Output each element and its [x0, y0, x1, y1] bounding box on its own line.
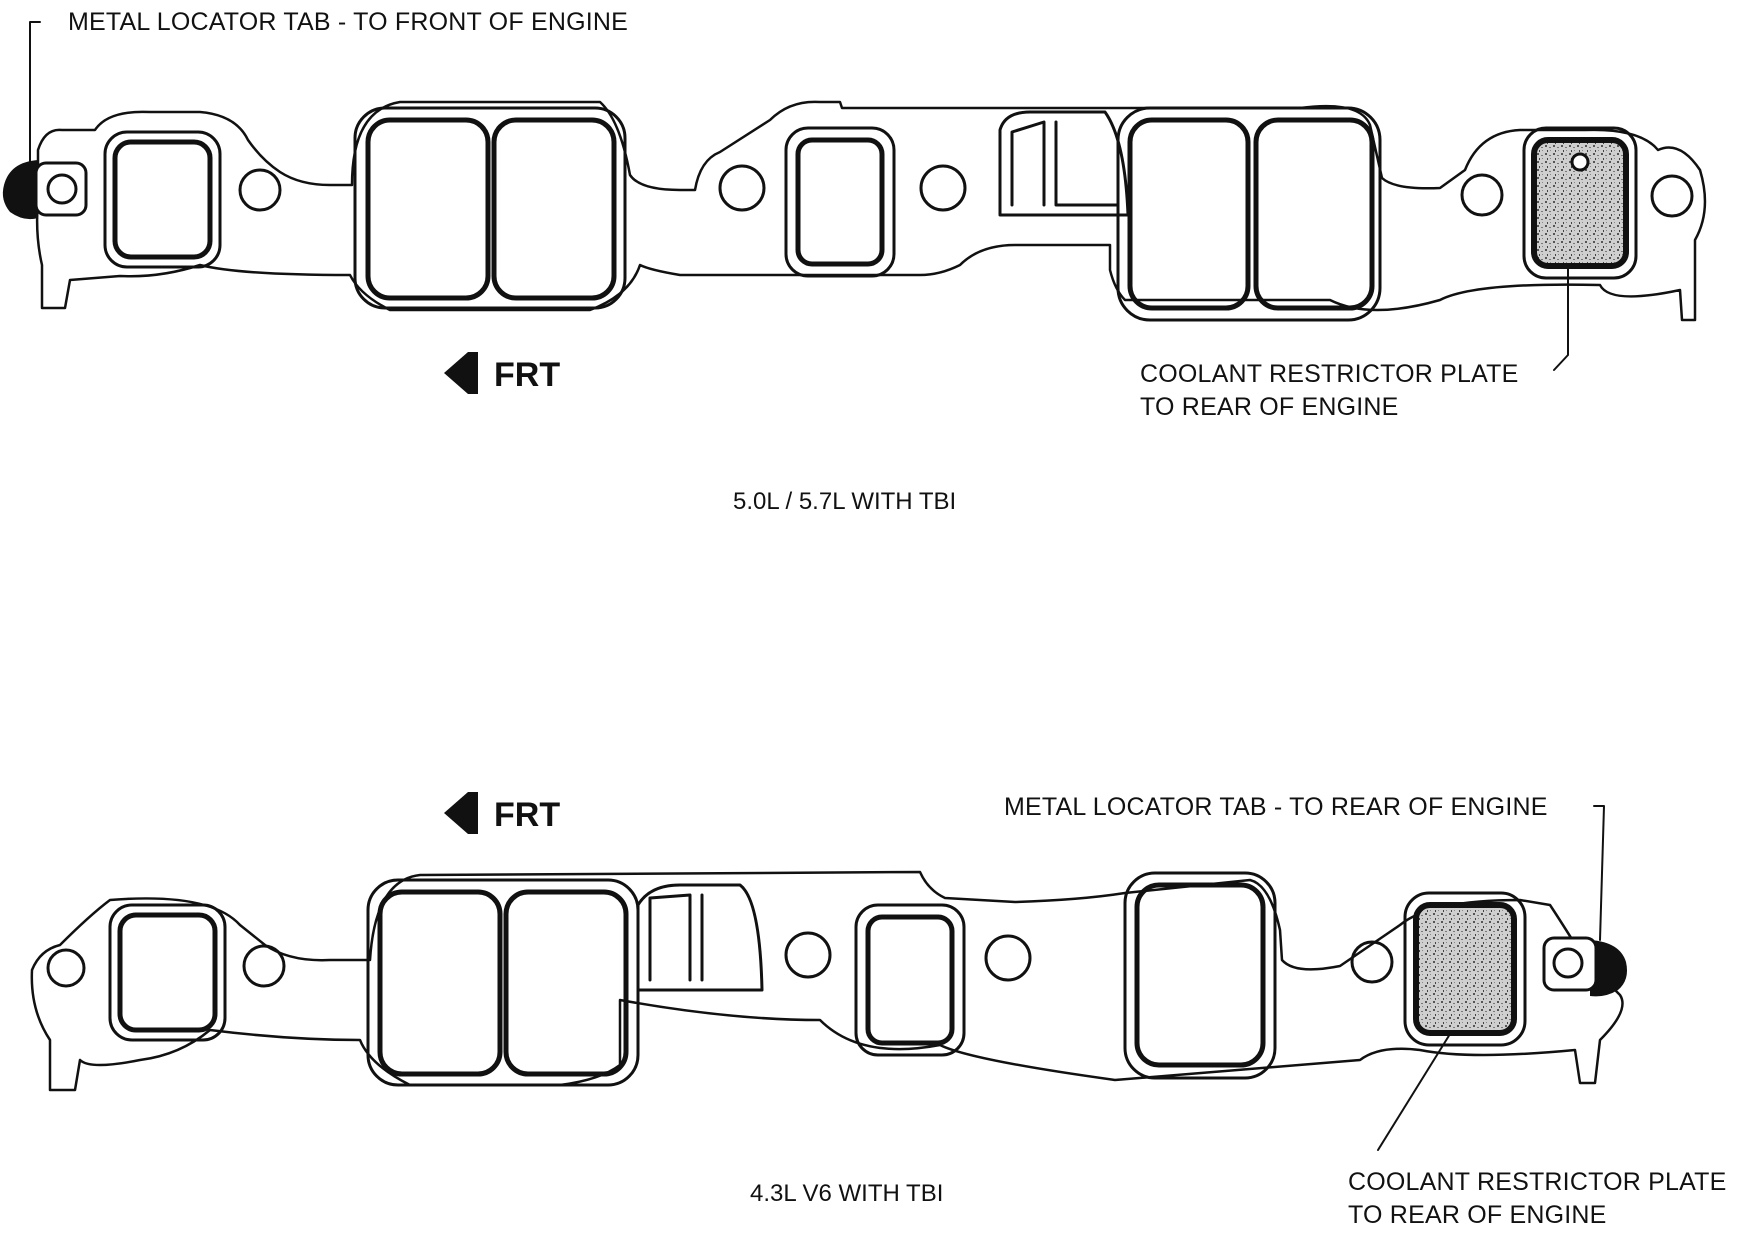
bottom-coolant-port: [1403, 891, 1527, 1047]
top-tab-hole: [46, 173, 78, 205]
bottom-slot: [636, 883, 764, 992]
top-gasket: [2, 21, 1707, 394]
top-coolant-restrictor-plate: [1531, 137, 1629, 269]
bottom-tab-hole: [1552, 947, 1584, 979]
bottom-bolt-hole-3: [784, 931, 832, 979]
bottom-frt-label: FRT: [494, 796, 561, 834]
top-slot: [998, 110, 1130, 217]
top-port-1: [103, 130, 222, 269]
bottom-plate-leader: [1377, 1033, 1451, 1151]
top-bolt-hole-4: [1460, 173, 1504, 217]
bottom-bolt-hole-1: [46, 948, 86, 988]
top-bolt-hole-2: [718, 164, 766, 212]
bottom-port-3: [854, 903, 966, 1057]
bottom-bolt-hole-4: [984, 934, 1032, 982]
top-plate-leader: [1553, 265, 1569, 371]
bottom-port-1: [108, 903, 227, 1042]
bottom-gasket: [30, 792, 1627, 1151]
top-gasket-outline: [35, 100, 1707, 322]
bottom-frt-arrow-icon: [444, 792, 478, 834]
bottom-gasket-outline: [30, 870, 1624, 1092]
top-plate-label-line2: TO REAR OF ENGINE: [1140, 393, 1399, 421]
top-bolt-hole-5: [1650, 174, 1694, 218]
bottom-port-2: [366, 878, 640, 1087]
bottom-tab-leader: [1593, 805, 1605, 941]
top-frt-arrow-icon: [444, 352, 478, 394]
top-bolt-hole-1: [238, 168, 282, 212]
top-metal-locator-tab: [2, 160, 38, 220]
bottom-bolt-hole-2: [242, 944, 286, 988]
bottom-plate-label-line2: TO REAR OF ENGINE: [1348, 1201, 1607, 1229]
top-tab-label: METAL LOCATOR TAB - TO FRONT OF ENGINE: [68, 8, 628, 36]
bottom-metal-locator-tab: [1590, 940, 1627, 997]
top-frt-label: FRT: [494, 356, 561, 394]
top-tab-leader: [29, 21, 41, 163]
top-caption: 5.0L / 5.7L WITH TBI: [733, 488, 957, 515]
top-port-3: [784, 126, 896, 278]
top-bolt-hole-3: [919, 164, 967, 212]
bottom-caption: 4.3L V6 WITH TBI: [750, 1180, 944, 1207]
top-plate-label-line1: COOLANT RESTRICTOR PLATE: [1140, 360, 1519, 388]
bottom-plate-label-line1: COOLANT RESTRICTOR PLATE: [1348, 1168, 1727, 1196]
bottom-bolt-hole-5: [1350, 940, 1394, 984]
bottom-port-4: [1123, 871, 1277, 1080]
top-port-2: [353, 106, 627, 310]
top-port-4: [1116, 106, 1382, 322]
bottom-tab-label: METAL LOCATOR TAB - TO REAR OF ENGINE: [1004, 793, 1548, 821]
bottom-coolant-restrictor-plate: [1413, 902, 1517, 1036]
top-coolant-port: [1522, 126, 1638, 280]
